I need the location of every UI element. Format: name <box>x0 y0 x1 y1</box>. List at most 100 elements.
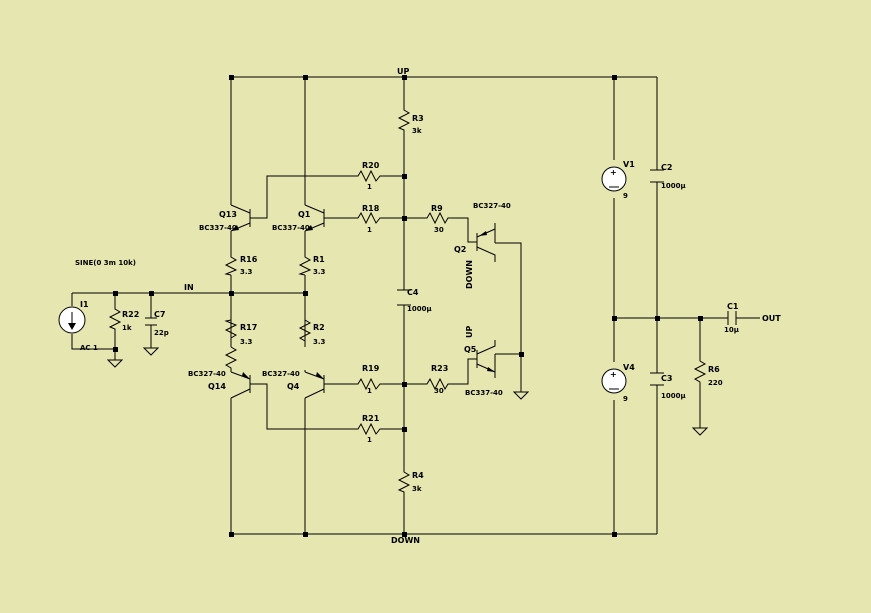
net-label-up: UP <box>397 67 409 76</box>
resistor-r17[interactable]: R17 3.3 <box>224 318 257 370</box>
c7-name: C7 <box>154 310 165 319</box>
q5-name: Q5 <box>464 345 477 354</box>
r20-value: 1 <box>367 183 372 191</box>
transistor-q4[interactable]: BC327-40 Q4 <box>262 370 325 399</box>
c1-name: C1 <box>727 302 739 311</box>
r18-value: 1 <box>367 226 372 234</box>
r17-value: 3.3 <box>240 338 253 346</box>
r9-value: 30 <box>434 226 444 234</box>
voltage-source-v1[interactable]: + V1 9 <box>601 160 635 200</box>
transistor-q13[interactable]: Q13 BC337-40 <box>199 204 251 232</box>
i1-ac: AC 1 <box>80 344 98 352</box>
c1-value: 10µ <box>724 326 739 334</box>
transistor-q14[interactable]: BC327-40 Q14 <box>188 370 251 399</box>
r20-name: R20 <box>362 161 380 170</box>
resistor-r18[interactable]: R18 1 <box>355 204 383 234</box>
r16-value: 3.3 <box>240 268 253 276</box>
capacitor-c3[interactable]: C3 1000µ <box>650 372 686 400</box>
v4-value: 9 <box>623 395 628 403</box>
v4-name: V4 <box>623 363 635 372</box>
q5-base-label-up: UP <box>465 326 474 338</box>
capacitor-c2[interactable]: C2 1000µ <box>650 163 686 190</box>
r3-value: 3k <box>412 127 422 135</box>
q5-model: BC337-40 <box>465 389 503 397</box>
r17-name: R17 <box>240 323 257 332</box>
ground-icon <box>106 359 124 368</box>
v4-plus-symbol: + <box>610 370 617 379</box>
q4-model: BC327-40 <box>262 370 300 378</box>
r2-value: 3.3 <box>313 338 326 346</box>
c2-name: C2 <box>661 163 672 172</box>
net-label-down: DOWN <box>391 536 420 545</box>
c7-value: 22p <box>154 329 169 337</box>
i1-spec: SINE(0 3m 10k) <box>75 259 136 267</box>
i1-name: I1 <box>80 300 89 309</box>
r6-value: 220 <box>708 379 723 387</box>
transistor-q5[interactable]: Q5 BC337-40 <box>464 340 503 397</box>
q14-model: BC327-40 <box>188 370 226 378</box>
resistor-r1[interactable]: R1 3.3 <box>298 253 326 276</box>
c3-name: C3 <box>661 374 672 383</box>
resistor-r3[interactable]: R3 3k <box>397 104 424 135</box>
capacitor-c4[interactable]: C4 1000µ <box>397 288 432 313</box>
v1-value: 9 <box>623 192 628 200</box>
r1-value: 3.3 <box>313 268 326 276</box>
r4-name: R4 <box>412 471 424 480</box>
q13-model: BC337-40 <box>199 224 237 232</box>
r6-name: R6 <box>708 365 720 374</box>
transistor-q1[interactable]: Q1 BC337-40 <box>272 204 325 232</box>
capacitor-c1[interactable]: C1 10µ <box>724 302 739 334</box>
resistor-r4[interactable]: R4 3k <box>397 466 424 494</box>
q1-model: BC337-40 <box>272 224 310 232</box>
q4-name: Q4 <box>287 382 300 391</box>
c3-value: 1000µ <box>661 392 686 400</box>
r18-name: R18 <box>362 204 380 213</box>
resistor-r20[interactable]: R20 1 <box>355 161 383 191</box>
wires <box>71 76 760 535</box>
transistor-q2[interactable]: BC327-40 Q2 <box>454 202 511 262</box>
r22-value: 1k <box>122 324 132 332</box>
resistor-r23[interactable]: R23 30 <box>424 364 450 395</box>
v1-plus-symbol: + <box>610 168 617 177</box>
q1-name: Q1 <box>298 210 311 219</box>
r22-name: R22 <box>122 310 139 319</box>
resistor-r9[interactable]: R9 30 <box>424 204 450 234</box>
q14-name: Q14 <box>208 382 226 391</box>
r19-value: 1 <box>367 387 372 395</box>
r21-value: 1 <box>367 436 372 444</box>
q2-model: BC327-40 <box>473 202 511 210</box>
voltage-source-v4[interactable]: + V4 9 <box>601 363 635 403</box>
resistor-r19[interactable]: R19 1 <box>355 364 383 395</box>
r16-name: R16 <box>240 255 258 264</box>
q2-name: Q2 <box>454 245 466 254</box>
net-labels: UP DOWN IN OUT DOWN UP <box>184 67 781 545</box>
r1-name: R1 <box>313 255 325 264</box>
ground-symbols <box>106 347 709 436</box>
capacitor-c7[interactable]: C7 22p <box>145 310 169 337</box>
r4-value: 3k <box>412 485 422 493</box>
resistor-r16[interactable]: R16 3.3 <box>224 253 258 276</box>
resistor-r6[interactable]: R6 220 <box>693 357 723 388</box>
c2-value: 1000µ <box>661 182 686 190</box>
r3-name: R3 <box>412 114 424 123</box>
resistor-r21[interactable]: R21 1 <box>355 414 383 444</box>
c4-value: 1000µ <box>407 305 432 313</box>
ground-icon <box>691 427 709 436</box>
resistor-r22[interactable]: R22 1k <box>108 305 139 332</box>
q2-base-label-down: DOWN <box>465 260 474 289</box>
net-label-in: IN <box>184 283 194 292</box>
r2-name: R2 <box>313 323 325 332</box>
r21-name: R21 <box>362 414 380 423</box>
net-label-out: OUT <box>762 314 781 323</box>
current-source-i1[interactable]: I1 SINE(0 3m 10k) AC 1 <box>58 259 136 352</box>
resistor-r2[interactable]: R2 3.3 <box>298 318 326 347</box>
c4-name: C4 <box>407 288 419 297</box>
q13-name: Q13 <box>219 210 237 219</box>
ground-icon <box>512 391 530 400</box>
ground-icon <box>142 347 160 356</box>
junction-dots <box>113 75 703 537</box>
r19-name: R19 <box>362 364 380 373</box>
r23-value: 30 <box>434 387 444 395</box>
v1-name: V1 <box>623 160 635 169</box>
